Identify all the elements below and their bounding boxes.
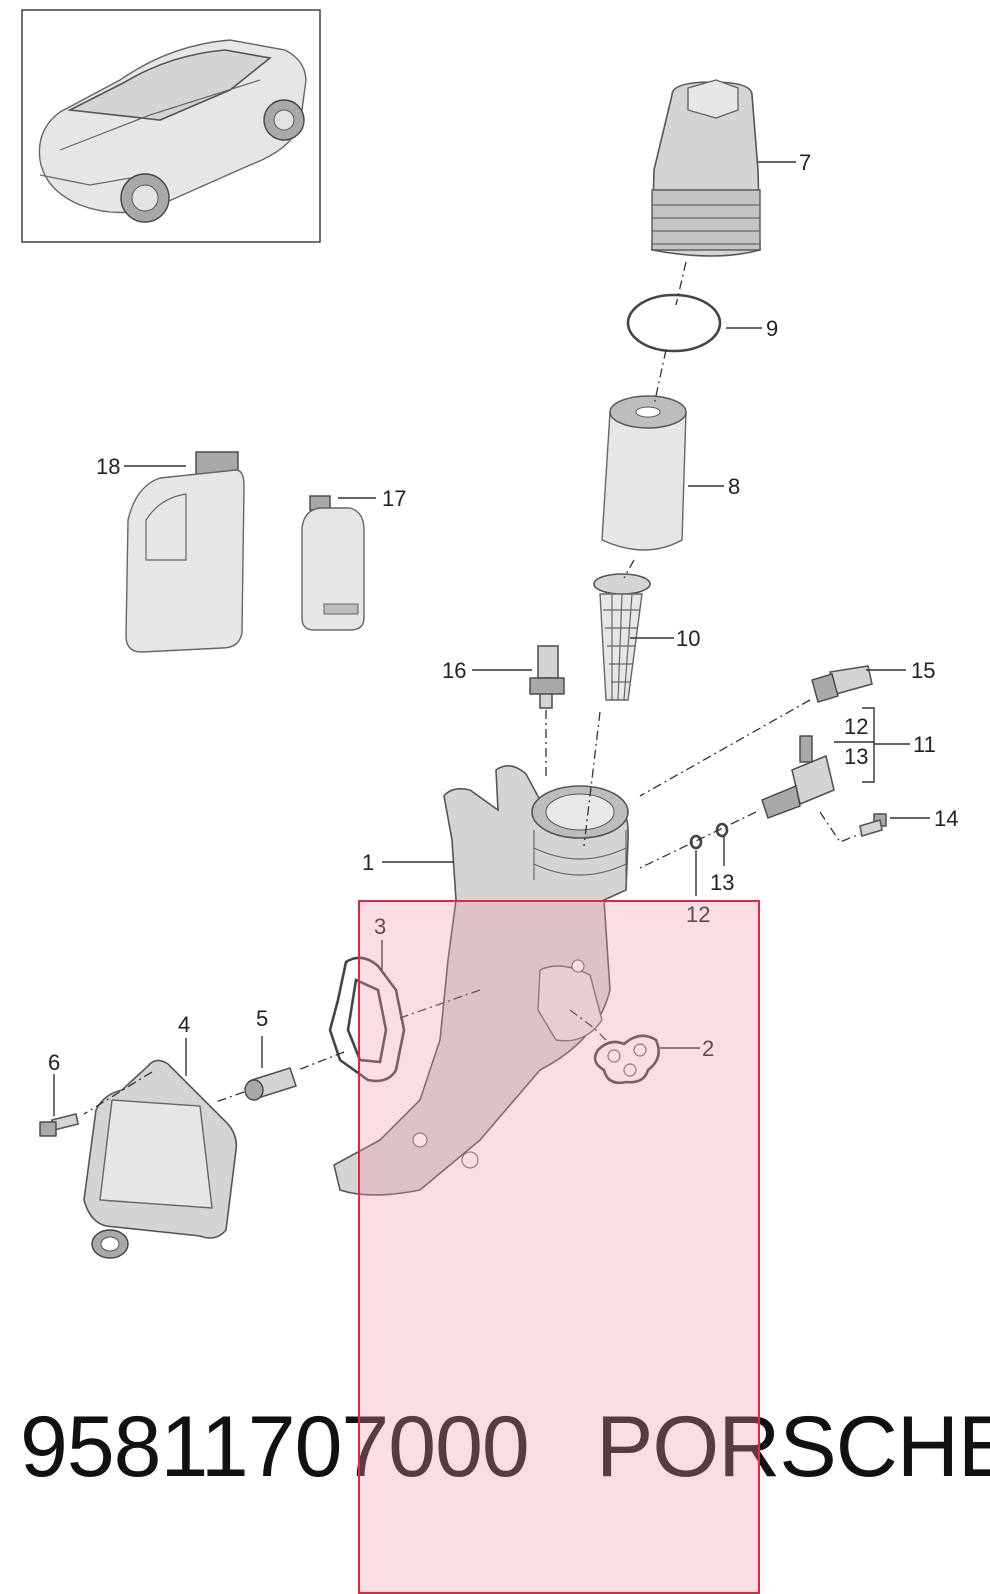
seal-13 [715,822,729,838]
part-number: 95811707000 [20,1399,530,1495]
callout-2: 2 [702,1036,714,1061]
bolt-6 [39,1113,79,1137]
callout-15: 15 [911,658,935,683]
footer-caption: 95811707000 PORSCHE [0,1398,990,1508]
gasket-2 [593,1034,660,1085]
oil-bottle [301,495,365,631]
gasket-3 [328,956,406,1083]
assembly-lines [83,261,861,1115]
o-ring-seal [626,293,722,353]
callout-5: 5 [256,1006,268,1031]
control-valve [761,735,835,819]
callout-13-group: 13 [844,744,868,769]
pressure-sender [529,645,565,709]
connector-5 [244,1067,298,1101]
callout-18: 18 [96,454,120,479]
callout-14: 14 [934,806,958,831]
callout-17: 17 [382,486,406,511]
callout-12: 12 [686,902,710,927]
highlight-overlay [358,900,760,1594]
callout-13: 13 [710,870,734,895]
callout-16: 16 [442,658,466,683]
callout-3: 3 [374,914,386,939]
callout-9: 9 [766,316,778,341]
callout-labels: 7 9 8 10 16 15 12 13 11 14 13 12 1 3 2 4… [48,150,958,1075]
oil-jug [125,451,245,653]
callout-12-group: 12 [844,714,868,739]
leader-lines [53,161,930,1116]
vehicle-thumbnail [21,9,321,243]
filter-insert [593,573,651,701]
oil-cooler [83,1059,238,1259]
oil-filter-element [601,395,687,551]
callout-7: 7 [799,150,811,175]
callout-6: 6 [48,1050,60,1075]
callout-4: 4 [178,1012,190,1037]
callout-8: 8 [728,474,740,499]
bolt-14 [859,813,887,838]
callout-1: 1 [362,850,374,875]
seal-12 [689,834,703,850]
oil-sensor [811,665,873,703]
brand-name: PORSCHE [596,1399,990,1495]
callout-11: 11 [913,732,936,757]
callout-10: 10 [676,626,700,651]
oil-filter-cap [651,79,761,257]
